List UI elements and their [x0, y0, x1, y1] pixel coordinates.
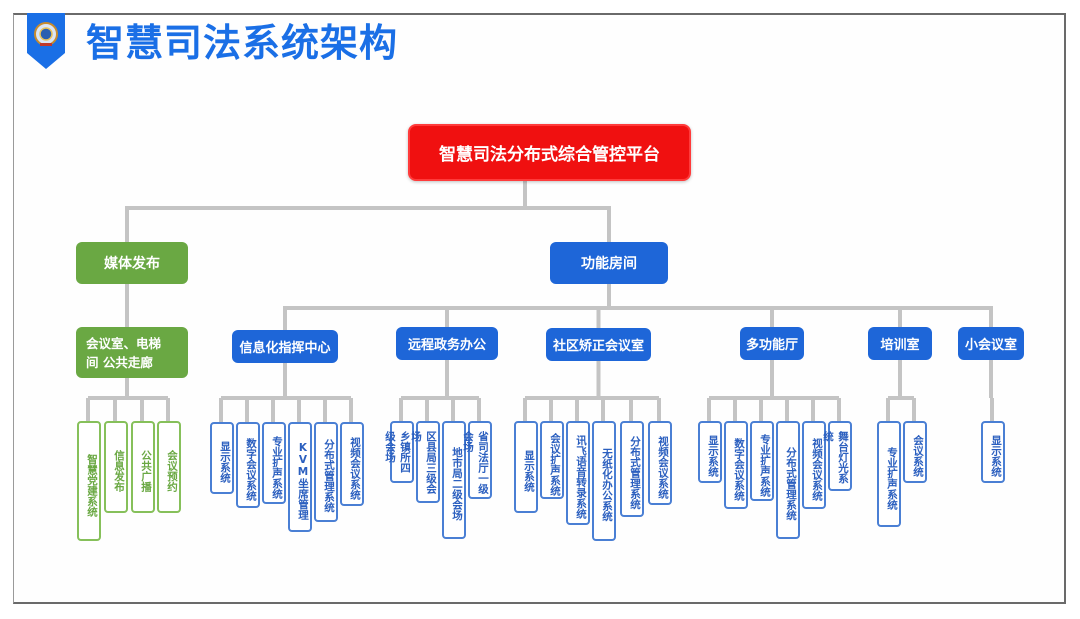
subsystem-item[interactable]: 分布式管理系统	[776, 421, 800, 539]
media-item[interactable]: 信息发布	[104, 421, 128, 513]
room-node[interactable]: 培训室	[868, 327, 932, 360]
subsystem-item[interactable]: 无纸化办公系统	[592, 421, 616, 541]
room-node[interactable]: 小会议室	[958, 327, 1024, 360]
room-label: 远程政务办公	[407, 338, 486, 353]
node-media-publish[interactable]: 媒体发布	[76, 242, 188, 284]
subsystem-item[interactable]: 数字会议系统	[724, 421, 748, 509]
subsystem-item[interactable]: 省司法厅一级会场	[462, 421, 492, 499]
subsystem-item[interactable]: 乡镇所四级会场	[384, 421, 414, 483]
subsystem-item[interactable]: 区县局三级会场	[410, 421, 440, 503]
media-item[interactable]: 公共广播	[131, 421, 155, 513]
room-label: 信息化指挥中心	[239, 341, 331, 356]
court-emblem-icon	[27, 13, 65, 69]
media-item[interactable]: 会议预约	[157, 421, 181, 513]
node-label: 会议室、电梯间 公共走廊	[86, 335, 162, 370]
node-function-rooms[interactable]: 功能房间	[550, 242, 668, 284]
subsystem-item[interactable]: 显示系统	[698, 421, 722, 483]
subsystem-item[interactable]: 分布式管理系统	[620, 421, 644, 517]
room-label: 培训室	[880, 338, 920, 353]
subsystem-item[interactable]: 分布式管理系统	[314, 422, 338, 522]
subsystem-item[interactable]: 视频会议系统	[802, 421, 826, 509]
subsystem-item[interactable]: 显示系统	[514, 421, 538, 513]
subsystem-item[interactable]: 专业扩声系统	[750, 421, 774, 501]
subsystem-item[interactable]: 地市局二级会场	[442, 421, 466, 539]
page-title: 智慧司法系统架构	[86, 21, 399, 65]
room-node[interactable]: 社区矫正会议室	[546, 328, 651, 361]
root-label: 智慧司法分布式综合管控平台	[439, 145, 660, 165]
subsystem-item[interactable]: 会议扩声系统	[540, 421, 564, 499]
subsystem-item[interactable]: 数字会议系统	[236, 422, 260, 508]
room-label: 社区矫正会议室	[552, 339, 644, 354]
room-node[interactable]: 远程政务办公	[396, 327, 498, 360]
subsystem-item[interactable]: 讯飞语音转录系统	[566, 421, 590, 525]
room-node[interactable]: 多功能厅	[740, 327, 804, 360]
subsystem-item[interactable]: 视频会议系统	[648, 421, 672, 505]
subsystem-item[interactable]: 显示系统	[210, 422, 234, 494]
room-label: 多功能厅	[745, 338, 798, 353]
subsystem-item[interactable]: 专业扩声系统	[877, 421, 901, 527]
subsystem-item[interactable]: 显示系统	[981, 421, 1005, 483]
root-node[interactable]: 智慧司法分布式综合管控平台	[408, 124, 691, 181]
subsystem-item[interactable]: 舞台灯光系统	[822, 421, 852, 491]
subsystem-item[interactable]: KVM坐席管理	[288, 422, 312, 532]
room-node[interactable]: 信息化指挥中心	[232, 330, 338, 363]
subsystem-item[interactable]: 专业扩声系统	[262, 422, 286, 504]
subsystem-item[interactable]: 会议系统	[903, 421, 927, 483]
media-item[interactable]: 智慧党建系统	[77, 421, 101, 541]
node-label: 功能房间	[581, 256, 637, 272]
node-media-location[interactable]: 会议室、电梯间 公共走廊	[76, 327, 188, 378]
subsystem-item[interactable]: 视频会议系统	[340, 422, 364, 506]
node-label: 媒体发布	[104, 256, 160, 272]
room-label: 小会议室	[964, 338, 1017, 353]
